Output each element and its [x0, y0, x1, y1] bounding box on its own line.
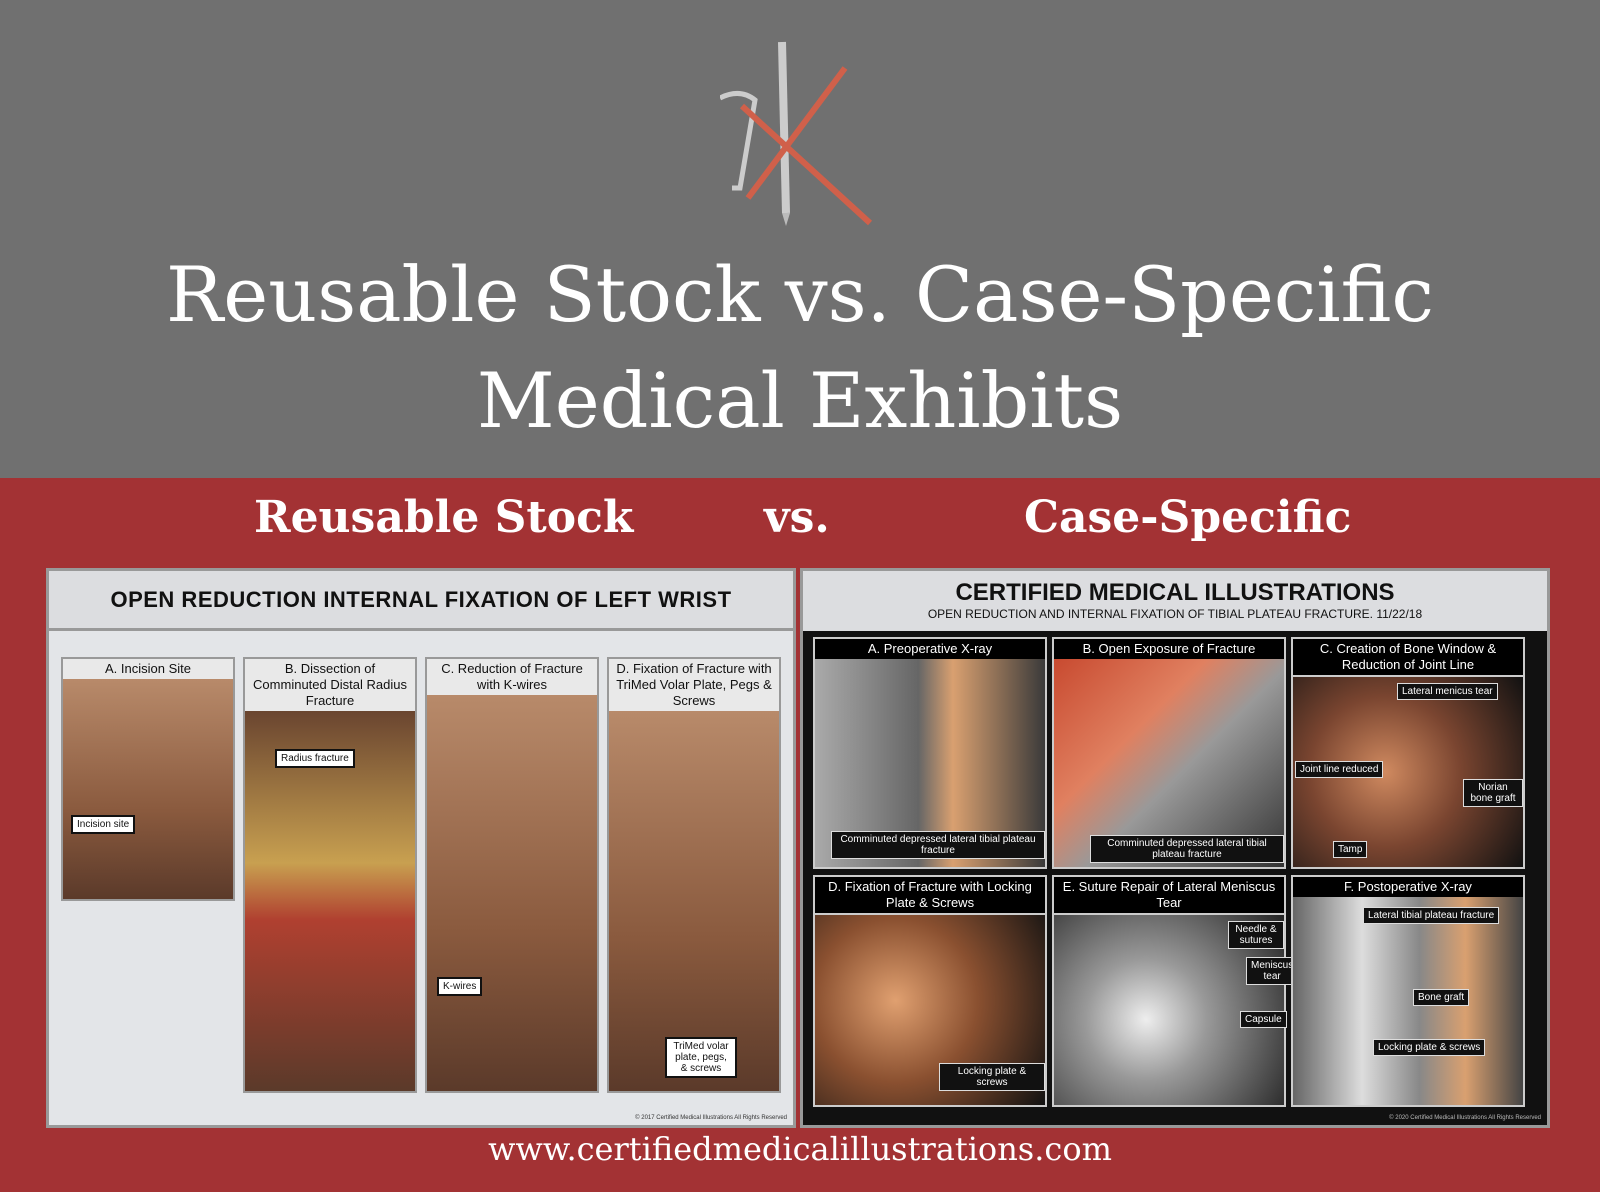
callout-label: Locking plate & screws	[939, 1063, 1045, 1091]
callout-label: Norian bone graft	[1463, 779, 1523, 807]
case-panel-a: A. Preoperative X-ray Comminuted depress…	[813, 637, 1047, 869]
callout-label: Lateral tibial plateau fracture	[1363, 907, 1500, 924]
panel-caption: C. Reduction of Fracture with K-wires	[427, 659, 597, 697]
case-panel-b: B. Open Exposure of Fracture Comminuted …	[1052, 637, 1286, 869]
case-exhibit-title: CERTIFIED MEDICAL ILLUSTRATIONS	[955, 579, 1395, 606]
title-line-1: Reusable Stock vs. Case-Specific	[166, 250, 1434, 339]
dissection-illustration	[245, 711, 415, 1091]
copyright: © 2017 Certified Medical Illustrations A…	[635, 1115, 787, 1121]
case-panel-c: C. Creation of Bone Window & Reduction o…	[1291, 637, 1525, 869]
panel-caption: B. Open Exposure of Fracture	[1054, 639, 1284, 661]
panel-caption: B. Dissection of Comminuted Distal Radiu…	[245, 659, 415, 713]
callout-label: TriMed volar plate, pegs, & screws	[665, 1037, 737, 1078]
website-url[interactable]: www.certifiedmedicalillustrations.com	[488, 1130, 1112, 1168]
case-specific-exhibit: CERTIFIED MEDICAL ILLUSTRATIONS OPEN RED…	[800, 568, 1550, 1128]
stock-panel-d: D. Fixation of Fracture with TriMed Vola…	[607, 657, 781, 1093]
stock-exhibit-title: OPEN REDUCTION INTERNAL FIXATION OF LEFT…	[49, 571, 793, 631]
surgical-instruments-logo-icon	[720, 41, 873, 226]
panel-caption: D. Fixation of Fracture with Locking Pla…	[815, 877, 1045, 915]
title-line-2: Medical Exhibits	[476, 356, 1124, 445]
callout-label: Meniscus tear	[1246, 957, 1299, 985]
callout-label: Lateral menicus tear	[1397, 683, 1498, 700]
callout-label: Incision site	[71, 815, 136, 834]
kwire-illustration	[427, 695, 597, 1091]
stock-panel-a: A. Incision Site Incision site	[61, 657, 235, 901]
panel-caption: C. Creation of Bone Window & Reduction o…	[1293, 639, 1523, 677]
callout-label: Comminuted depressed lateral tibial plat…	[831, 831, 1045, 859]
label-vs: vs.	[764, 492, 830, 543]
callout-label: K-wires	[437, 977, 483, 996]
callout-label: Capsule	[1240, 1011, 1287, 1028]
case-panel-f: F. Postoperative X-ray Lateral tibial pl…	[1291, 875, 1525, 1107]
callout-label: Locking plate & screws	[1373, 1039, 1486, 1056]
callout-label: Comminuted depressed lateral tibial plat…	[1090, 835, 1284, 863]
panel-caption: A. Preoperative X-ray	[815, 639, 1045, 661]
page-title: Reusable Stock vs. Case-Specific Medical…	[0, 242, 1600, 454]
callout-label: Bone graft	[1413, 989, 1470, 1006]
callout-label: Radius fracture	[275, 749, 355, 768]
plate-illustration	[609, 711, 779, 1091]
label-reusable-stock: Reusable Stock	[254, 492, 634, 543]
panel-caption: E. Suture Repair of Lateral Meniscus Tea…	[1054, 877, 1284, 915]
panel-caption: D. Fixation of Fracture with TriMed Vola…	[609, 659, 779, 713]
case-panel-e: E. Suture Repair of Lateral Meniscus Tea…	[1052, 875, 1299, 1107]
callout-label: Joint line reduced	[1295, 761, 1384, 778]
callout-label: Tamp	[1333, 841, 1368, 858]
case-panel-d: D. Fixation of Fracture with Locking Pla…	[813, 875, 1047, 1107]
label-case-specific: Case-Specific	[1024, 492, 1352, 543]
wrist-illustration	[63, 679, 233, 899]
stock-exhibit: OPEN REDUCTION INTERNAL FIXATION OF LEFT…	[46, 568, 796, 1128]
callout-label: Needle & sutures	[1228, 921, 1284, 949]
stock-panel-c: C. Reduction of Fracture with K-wires K-…	[425, 657, 599, 1093]
exposure-illustration	[1054, 659, 1284, 867]
case-exhibit-subtitle: OPEN REDUCTION AND INTERNAL FIXATION OF …	[927, 607, 1423, 621]
panel-caption: F. Postoperative X-ray	[1293, 877, 1523, 899]
header-band: Reusable Stock vs. Case-Specific Medical…	[0, 0, 1600, 478]
postop-xray-illustration	[1293, 897, 1523, 1105]
case-exhibit-header: CERTIFIED MEDICAL ILLUSTRATIONS OPEN RED…	[803, 571, 1547, 631]
panel-caption: A. Incision Site	[63, 659, 233, 681]
copyright: © 2020 Certified Medical Illustrations A…	[1389, 1115, 1541, 1121]
stock-panel-b: B. Dissection of Comminuted Distal Radiu…	[243, 657, 417, 1093]
